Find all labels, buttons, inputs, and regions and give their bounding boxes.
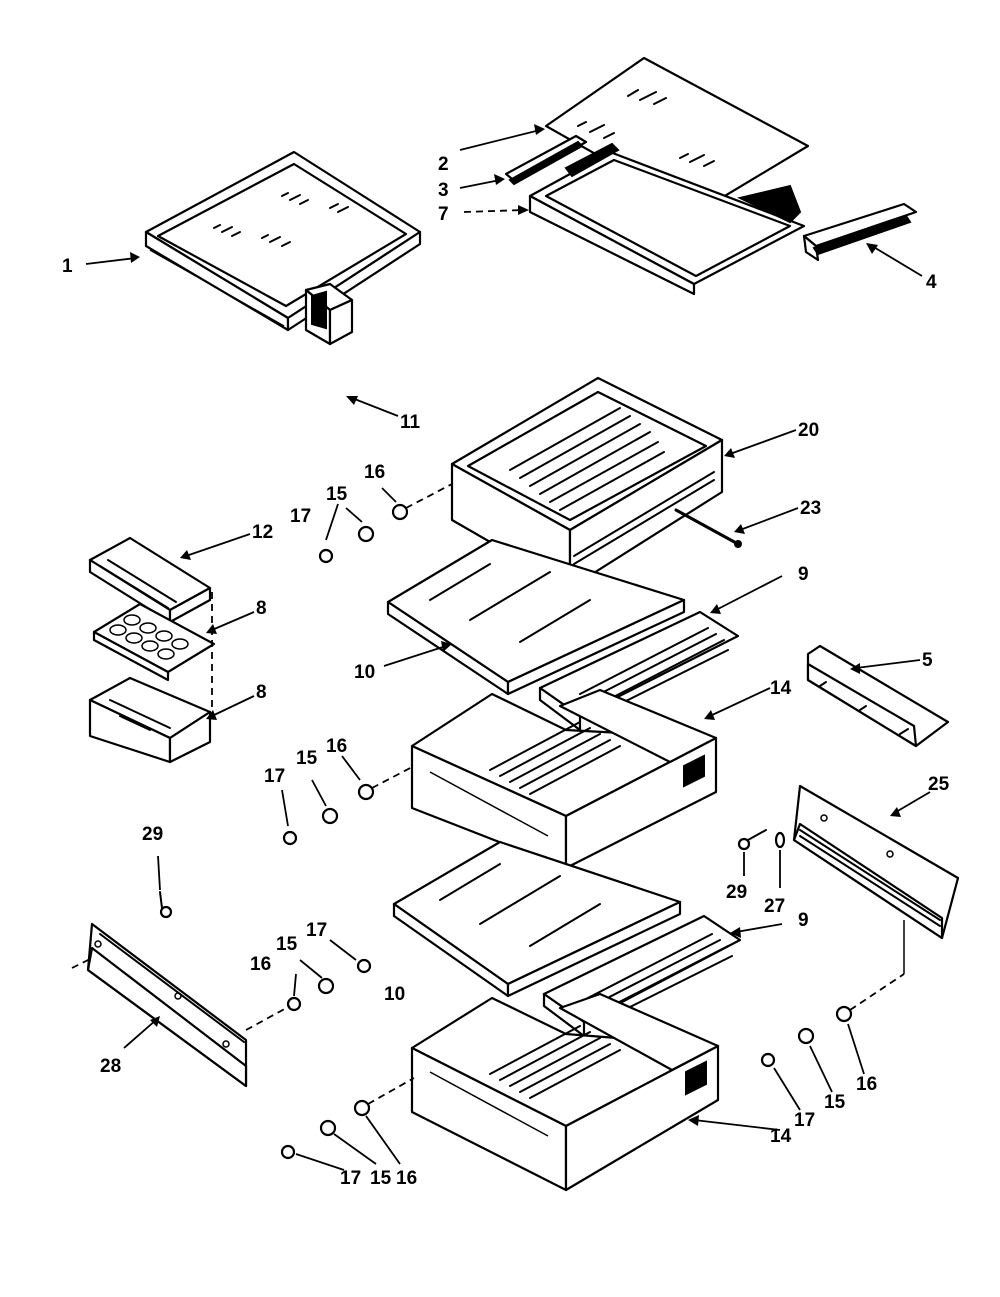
callout-17b: 17 bbox=[264, 766, 285, 787]
callout-14a: 14 bbox=[770, 678, 792, 699]
hardware-stack-a bbox=[318, 483, 453, 564]
callout-8b: 8 bbox=[256, 682, 267, 703]
part-14-crisper-pan-lower bbox=[410, 992, 720, 1192]
part-10-crisper-glass-upper bbox=[386, 538, 686, 696]
pan-ribs bbox=[509, 407, 665, 511]
callout-8a: 8 bbox=[256, 598, 267, 619]
callout-27: 27 bbox=[764, 896, 785, 917]
part-23-pan-rod bbox=[674, 508, 742, 548]
callout-16d: 16 bbox=[396, 1168, 417, 1189]
part-4-trim-right bbox=[802, 202, 918, 262]
callout-10b: 10 bbox=[384, 984, 405, 1005]
callout-17a: 17 bbox=[290, 506, 311, 527]
callout-17c: 17 bbox=[306, 920, 327, 941]
hardware-stack-c bbox=[245, 958, 372, 1031]
callout-10a: 10 bbox=[354, 662, 375, 683]
part-29-screw-right bbox=[737, 829, 767, 851]
callout-9b: 9 bbox=[798, 910, 809, 931]
part-27-bushing bbox=[774, 831, 786, 849]
pan-ribs bbox=[489, 721, 621, 795]
callout-16e: 16 bbox=[856, 1074, 877, 1095]
support-left-mount-line bbox=[71, 957, 93, 969]
callout-9a: 9 bbox=[798, 564, 809, 585]
callout-1: 1 bbox=[62, 256, 73, 277]
part-14-crisper-pan-upper bbox=[410, 688, 718, 870]
callout-15a: 15 bbox=[326, 484, 348, 505]
callout-17e: 17 bbox=[794, 1110, 815, 1131]
egg-cups bbox=[109, 614, 189, 660]
part-8-dairy-bin bbox=[88, 676, 212, 764]
callout-11: 11 bbox=[400, 412, 421, 433]
callout-14b: 14 bbox=[770, 1126, 792, 1147]
callout-3: 3 bbox=[438, 180, 449, 201]
part-12-dairy-cover bbox=[88, 536, 212, 624]
part-8-egg-tray bbox=[92, 602, 216, 682]
part-7-shelf-frame bbox=[528, 142, 806, 296]
callout-16b: 16 bbox=[326, 736, 347, 757]
hardware-stack-e bbox=[760, 920, 905, 1068]
callout-labels: 1 2 3 7 4 11 20 23 16 15 17 12 8 8 9 10 … bbox=[62, 154, 950, 1189]
callout-15c: 15 bbox=[276, 934, 298, 955]
callout-16c: 16 bbox=[250, 954, 271, 975]
callout-28: 28 bbox=[100, 1056, 121, 1077]
callout-12: 12 bbox=[252, 522, 273, 543]
part-29-screw-left bbox=[159, 891, 173, 919]
callout-17d: 17 bbox=[340, 1168, 361, 1189]
pan-ribs bbox=[489, 1025, 621, 1099]
callout-20: 20 bbox=[798, 420, 819, 441]
part-28-support-left bbox=[86, 922, 248, 1088]
callout-15d: 15 bbox=[370, 1168, 392, 1189]
part-25-support-right bbox=[792, 784, 960, 940]
glass-reflection-marks bbox=[213, 192, 349, 247]
callout-23: 23 bbox=[800, 498, 821, 519]
callout-5: 5 bbox=[922, 650, 933, 671]
part-10-crisper-glass-lower bbox=[392, 840, 682, 998]
part-5-cover-panel bbox=[806, 644, 950, 748]
callout-15b: 15 bbox=[296, 748, 318, 769]
hardware-stack-d bbox=[280, 1077, 415, 1160]
callout-2: 2 bbox=[438, 154, 449, 175]
hardware-stack-b bbox=[282, 765, 415, 846]
part-3-trim-left bbox=[504, 134, 588, 186]
callout-15e: 15 bbox=[824, 1092, 846, 1113]
callout-29a: 29 bbox=[726, 882, 747, 903]
part-1-framed-shelf bbox=[144, 150, 422, 332]
part-11-knob-housing bbox=[304, 282, 354, 346]
callout-25: 25 bbox=[928, 774, 950, 795]
leader-lines bbox=[85, 124, 931, 1171]
callout-4: 4 bbox=[926, 272, 937, 293]
callout-29b: 29 bbox=[142, 824, 163, 845]
callout-16a: 16 bbox=[364, 462, 385, 483]
callout-7: 7 bbox=[438, 204, 449, 225]
